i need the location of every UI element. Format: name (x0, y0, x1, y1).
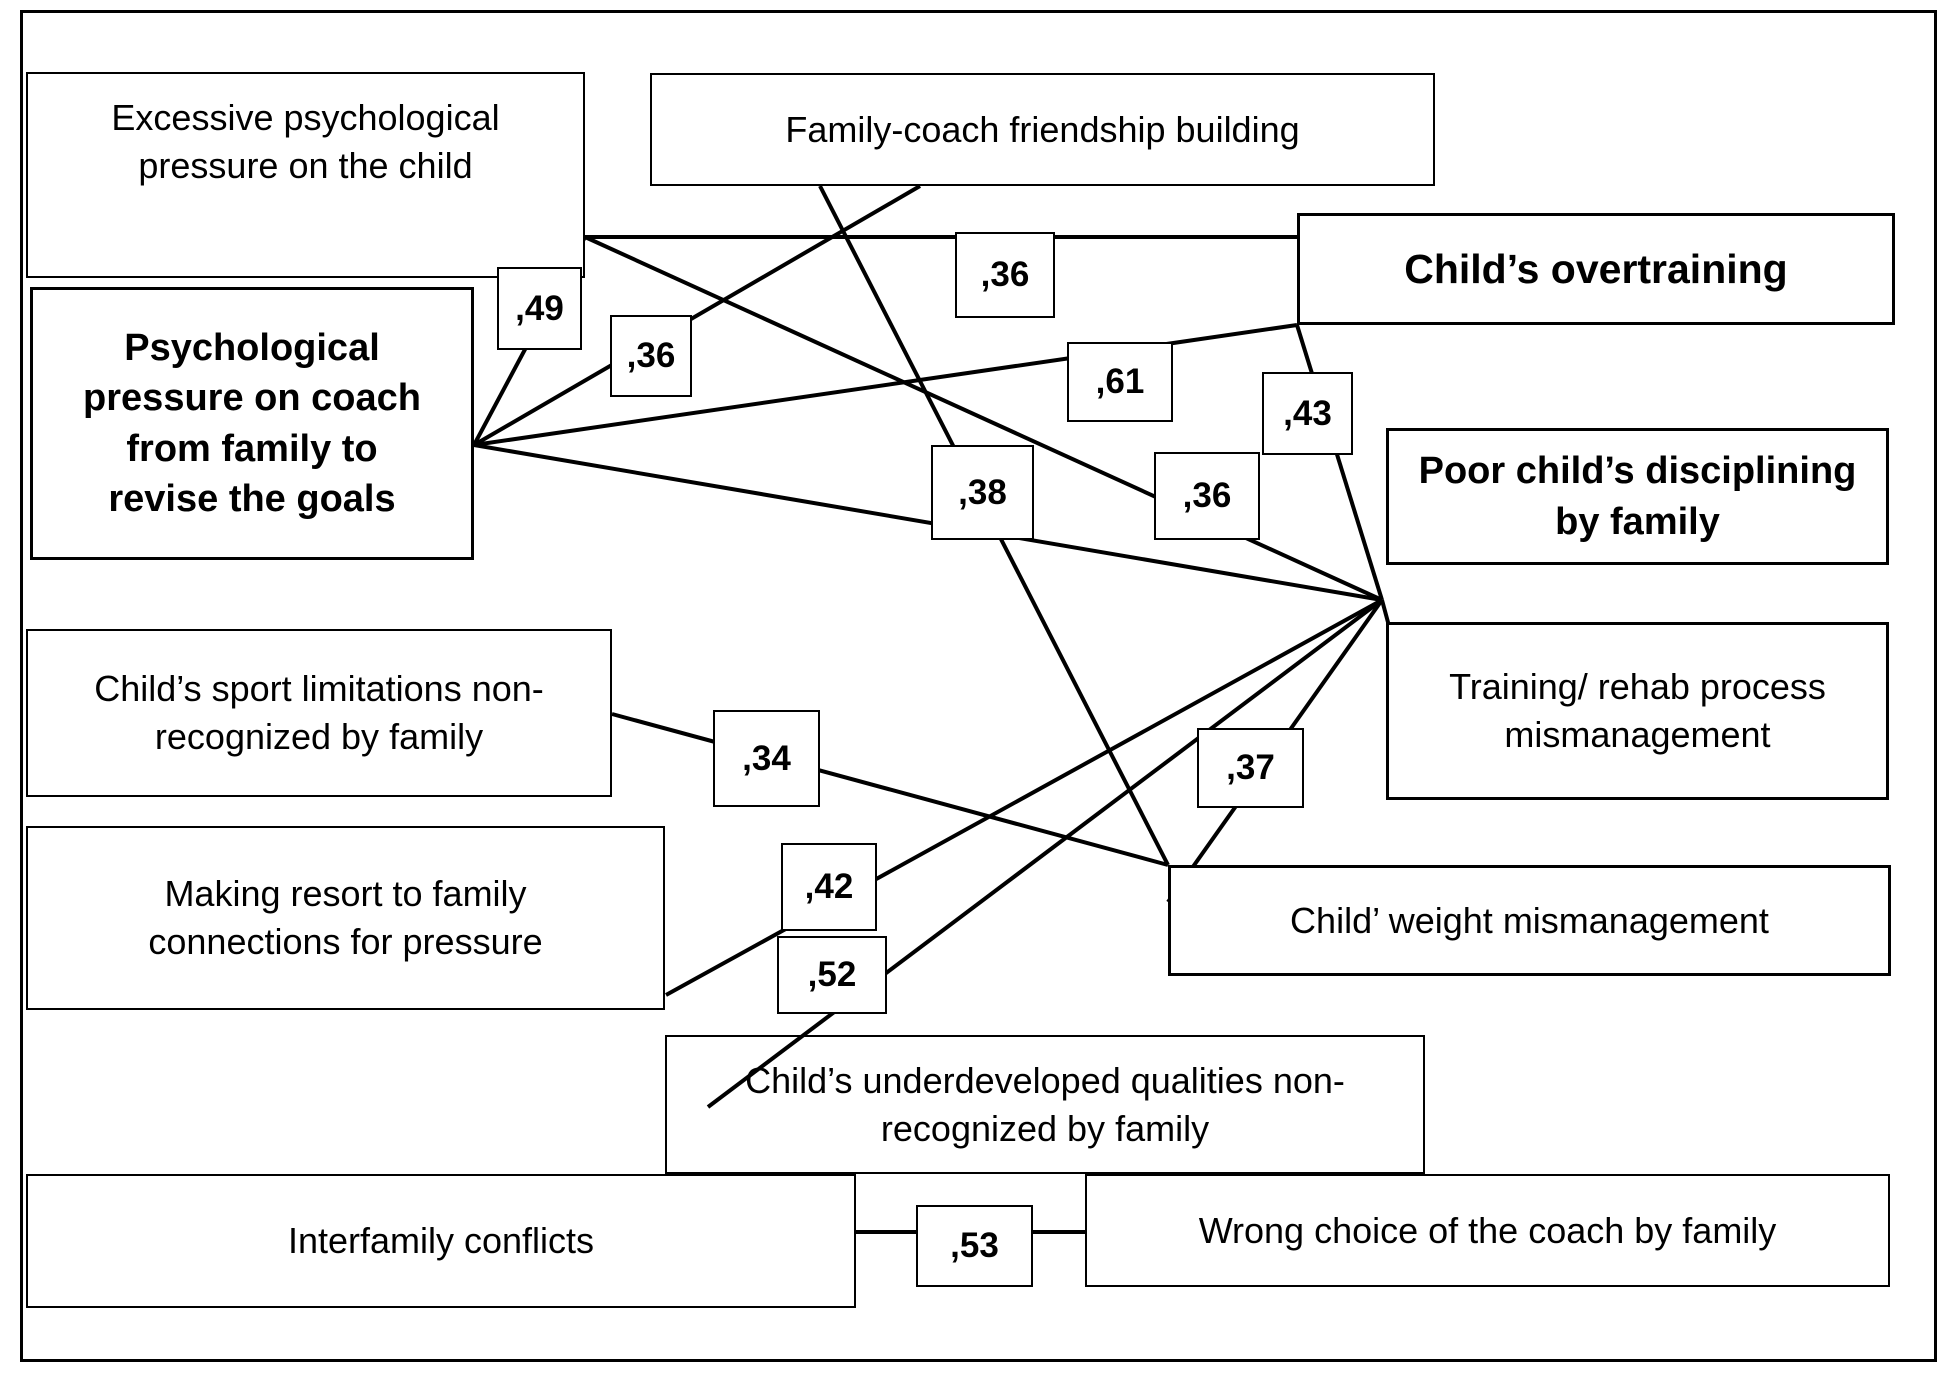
box-family-connections-pressure: Making resort to family connections for … (26, 826, 665, 1010)
coefficient-37: ,37 (1197, 728, 1304, 808)
box-family-coach-friendship: Family-coach friendship building (650, 73, 1435, 186)
coefficient-49: ,49 (497, 267, 582, 350)
connector-limitations-to-weight (611, 712, 1169, 867)
coefficient-36-c: ,36 (1154, 452, 1260, 540)
connector-underdeveloped-to-training (706, 598, 1384, 1109)
connector-pressurecoach-to-overtraining (473, 323, 1298, 447)
coefficient-42: ,42 (781, 843, 877, 931)
connector-familycoach-to-pressurecoach (472, 184, 922, 447)
coefficient-38: ,38 (931, 445, 1034, 540)
box-sport-limitations-nonrecognized: Child’s sport limitations non- recognize… (26, 629, 612, 797)
coefficient-34: ,34 (713, 710, 820, 807)
connector-pressurecoach-to-training (473, 443, 1383, 602)
coefficient-36-b: ,36 (955, 232, 1055, 318)
box-interfamily-conflicts: Interfamily conflicts (26, 1174, 856, 1308)
box-psychological-pressure-on-coach: Psychological pressure on coach from fam… (30, 287, 474, 560)
box-poor-childs-disciplining: Poor child’s disciplining by family (1386, 428, 1889, 565)
connector-training-corner-stub (1380, 599, 1391, 627)
coefficient-52: ,52 (777, 936, 887, 1014)
box-underdeveloped-qualities: Child’s underdeveloped qualities non- re… (665, 1035, 1425, 1174)
diagram-border (20, 10, 1937, 1362)
coefficient-43: ,43 (1262, 372, 1353, 455)
box-excessive-psychological-pressure: Excessive psychological pressure on the … (26, 72, 585, 278)
coefficient-36-a: ,36 (610, 315, 692, 397)
coefficient-61: ,61 (1067, 342, 1173, 422)
box-training-rehab-mismanagement: Training/ rehab process mismanagement (1386, 622, 1889, 800)
coefficient-53: ,53 (916, 1205, 1033, 1287)
box-childs-overtraining: Child’s overtraining (1297, 213, 1895, 325)
box-wrong-choice-of-coach: Wrong choice of the coach by family (1085, 1174, 1890, 1287)
connector-overtraining-to-training (1295, 324, 1384, 601)
box-weight-mismanagement: Child’ weight mismanagement (1168, 865, 1891, 976)
